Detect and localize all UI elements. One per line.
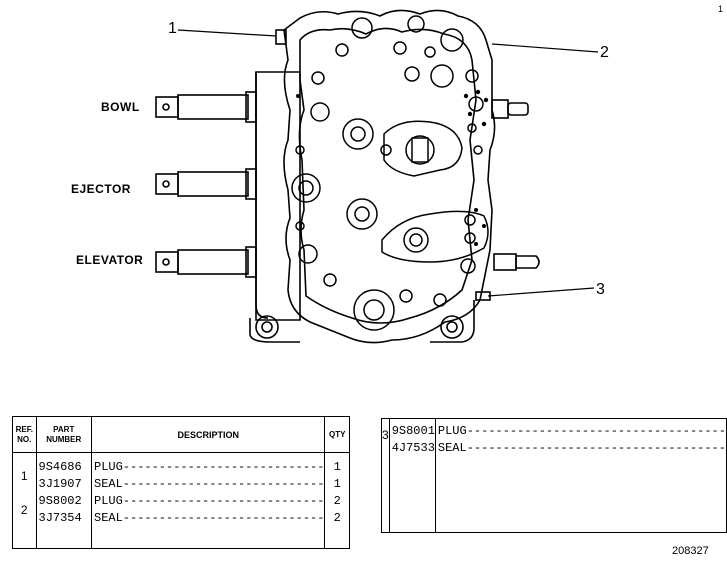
figure-number: 208327 xyxy=(672,545,709,557)
label-elevator: ELEVATOR xyxy=(76,253,144,267)
label-bowl: BOWL xyxy=(101,100,140,114)
valve-illustration xyxy=(155,9,599,344)
leader-3 xyxy=(487,287,595,297)
corner-mark: 1 xyxy=(718,4,724,14)
callout-2: 2 xyxy=(600,44,609,61)
header-description: DESCRIPTION xyxy=(90,416,326,453)
ref-1: 1 xyxy=(20,469,28,483)
part-number: 3J7354 xyxy=(38,511,82,525)
part-description: PLUG------------------------------------ xyxy=(437,424,726,438)
callout-3: 3 xyxy=(596,281,605,298)
part-description: SEAL------------------------------------ xyxy=(437,441,726,455)
callout-1: 1 xyxy=(168,20,177,37)
header-part-number: PART NUMBER xyxy=(35,416,92,453)
part-number: 9S8001 xyxy=(391,424,435,438)
part-qty: 1 xyxy=(333,477,341,491)
header-qty: QTY xyxy=(324,416,350,453)
part-description: PLUG---------------------------- xyxy=(94,460,325,474)
part-qty: 1 xyxy=(333,460,341,474)
part-qty: 2 xyxy=(333,511,341,525)
part-number: 4J7533 xyxy=(391,441,435,455)
parts-table-right: 3 9S8001 4J7533 PLUG--------------------… xyxy=(381,418,727,533)
part-number: 9S8002 xyxy=(38,494,82,508)
parts-table-left: REF. NO. PART NUMBER DESCRIPTION QTY 1 2… xyxy=(12,416,350,549)
ref-2: 2 xyxy=(20,503,28,517)
part-number: 3J1907 xyxy=(38,477,82,491)
part-description: SEAL---------------------------- xyxy=(94,511,325,525)
header-ref-no: REF. NO. xyxy=(12,416,37,453)
leader-1 xyxy=(177,29,277,37)
ref-3: 3 xyxy=(382,428,389,442)
part-qty: 2 xyxy=(333,494,341,508)
part-number: 9S4686 xyxy=(38,460,82,474)
label-ejector: EJECTOR xyxy=(71,182,131,196)
leader-2 xyxy=(491,43,599,53)
part-description: PLUG---------------------------- xyxy=(94,494,325,508)
part-description: SEAL---------------------------- xyxy=(94,477,325,491)
